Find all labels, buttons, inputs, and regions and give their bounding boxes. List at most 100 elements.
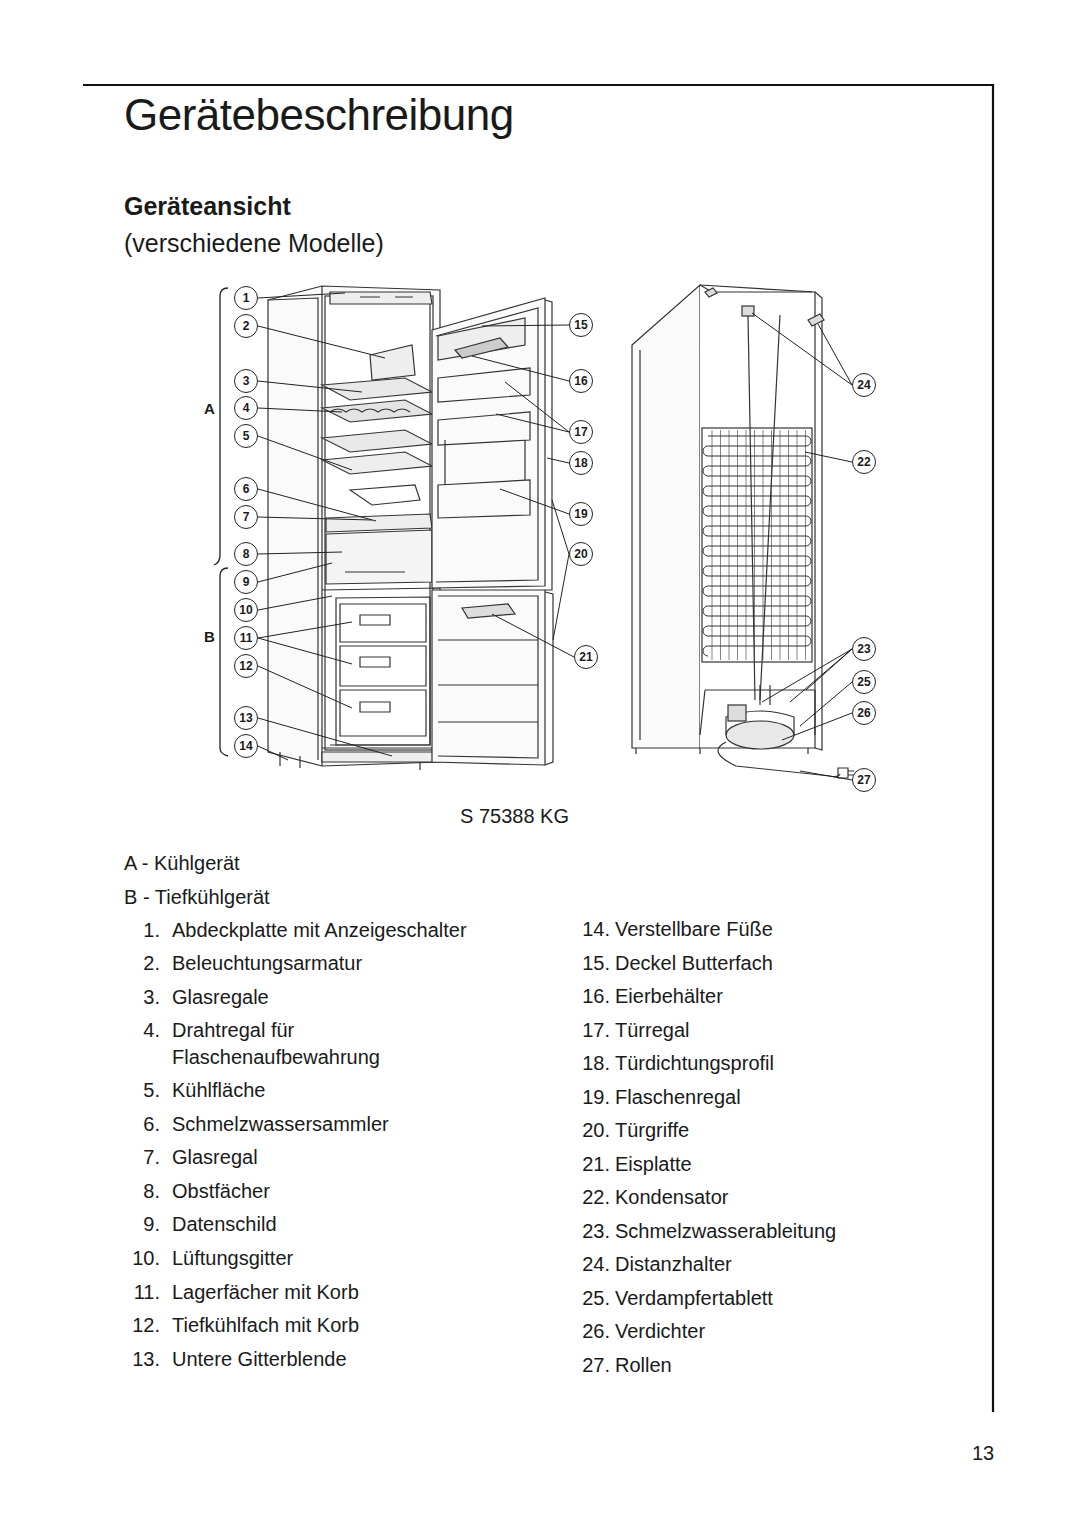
part-number: 18. xyxy=(582,1050,610,1077)
callout-number: 1 xyxy=(234,286,258,310)
callout-number: 6 xyxy=(234,477,258,501)
part-name: Glasregale xyxy=(172,984,269,1011)
part-number: 14. xyxy=(582,916,610,943)
part-number: 24. xyxy=(582,1251,610,1278)
part-name: Kondensator xyxy=(615,1184,728,1211)
callout-number: 25 xyxy=(852,670,876,694)
page-number: 13 xyxy=(972,1440,994,1467)
callout-number: 10 xyxy=(234,598,258,622)
callout-number: 11 xyxy=(234,626,258,650)
group-brackets xyxy=(214,288,228,756)
coil-wire xyxy=(805,430,806,660)
part-name: Rollen xyxy=(615,1352,672,1379)
section-heading: Geräteansicht xyxy=(124,191,291,221)
part-name: Kühlfläche xyxy=(172,1077,265,1104)
coil-stroke xyxy=(703,436,811,456)
coil-stroke xyxy=(703,476,811,496)
part-name: Verdampfertablett xyxy=(615,1285,773,1312)
part-name: Türgriffe xyxy=(615,1117,689,1144)
coil-wire xyxy=(754,430,755,660)
part-number: 17. xyxy=(582,1017,610,1044)
callout-number: 12 xyxy=(234,654,258,678)
part-name: Lüftungsgitter xyxy=(172,1245,293,1272)
callout-number: 22 xyxy=(852,450,876,474)
callout-number: 19 xyxy=(569,502,593,526)
callout-number: 27 xyxy=(852,768,876,792)
callout-number: 9 xyxy=(234,570,258,594)
part-name: Türdichtungsprofil xyxy=(615,1050,774,1077)
coil-stroke xyxy=(703,616,811,636)
model-name: S 75388 KG xyxy=(460,803,569,830)
part-number: 2. xyxy=(143,950,160,977)
callout-number: 23 xyxy=(852,637,876,661)
coil-wire xyxy=(771,430,772,660)
part-number: 12. xyxy=(132,1312,160,1339)
part-name: Tiefkühlfach mit Korb xyxy=(172,1312,359,1339)
callout-number: 15 xyxy=(569,313,593,337)
callout-number: 20 xyxy=(569,542,593,566)
part-name: Eierbehälter xyxy=(615,983,723,1010)
part-number: 25. xyxy=(582,1285,610,1312)
callout-number: 14 xyxy=(234,734,258,758)
part-number: 9. xyxy=(143,1211,160,1238)
part-name: Obstfächer xyxy=(172,1178,270,1205)
coil-wire xyxy=(763,430,764,660)
part-name: Datenschild xyxy=(172,1211,277,1238)
coil-wire xyxy=(720,430,721,660)
part-name: Beleuchtungsarmatur xyxy=(172,950,362,977)
part-number: 3. xyxy=(143,984,160,1011)
part-number: 19. xyxy=(582,1084,610,1111)
coil-wire xyxy=(746,430,747,660)
part-number: 1. xyxy=(143,917,160,944)
callout-number: 2 xyxy=(234,314,258,338)
part-name: Drahtregal für Flaschenaufbewahrung xyxy=(172,1017,407,1071)
part-number: 16. xyxy=(582,983,610,1010)
coil-stroke xyxy=(703,536,811,556)
part-number: 23. xyxy=(582,1218,610,1245)
part-name: Schmelzwasserableitung xyxy=(615,1218,836,1245)
callout-number: 17 xyxy=(569,420,593,444)
callout-number: 16 xyxy=(569,369,593,393)
group-letter: A xyxy=(204,400,215,417)
coil-stroke xyxy=(703,556,811,576)
part-number: 4. xyxy=(143,1017,160,1044)
part-name: Verstellbare Füße xyxy=(615,916,773,943)
coil-wire xyxy=(797,430,798,660)
part-number: 26. xyxy=(582,1318,610,1345)
group-legend: B - Tiefkühlgerät xyxy=(124,884,270,911)
page-title: Gerätebeschreibung xyxy=(124,90,514,140)
part-number: 5. xyxy=(143,1077,160,1104)
callout-number: 5 xyxy=(234,424,258,448)
part-number: 22. xyxy=(582,1184,610,1211)
part-name: Lagerfächer mit Korb xyxy=(172,1279,359,1306)
coil-stroke xyxy=(703,456,811,476)
callout-number: 4 xyxy=(234,396,258,420)
callout-number: 26 xyxy=(852,701,876,725)
part-name: Untere Gitterblende xyxy=(172,1346,347,1373)
condenser-coils xyxy=(703,430,811,660)
part-number: 8. xyxy=(143,1178,160,1205)
group-letter: B xyxy=(204,628,215,645)
part-number: 20. xyxy=(582,1117,610,1144)
coil-wire xyxy=(729,430,730,660)
page-frame xyxy=(83,85,993,1412)
coil-wire xyxy=(712,430,713,660)
coil-stroke xyxy=(703,596,811,616)
callout-number: 8 xyxy=(234,542,258,566)
callout-number: 3 xyxy=(234,369,258,393)
part-name: Verdichter xyxy=(615,1318,705,1345)
part-name: Flaschenregal xyxy=(615,1084,741,1111)
leader-lines xyxy=(258,293,852,780)
part-name: Türregal xyxy=(615,1017,689,1044)
coil-stroke xyxy=(703,636,811,656)
part-name: Distanzhalter xyxy=(615,1251,732,1278)
coil-stroke xyxy=(703,576,811,596)
part-name: Abdeckplatte mit Anzeigeschalter xyxy=(172,917,467,944)
callout-number: 21 xyxy=(574,645,598,669)
part-number: 27. xyxy=(582,1352,610,1379)
callout-number: 7 xyxy=(234,505,258,529)
part-number: 6. xyxy=(143,1111,160,1138)
fridge-front-view xyxy=(268,286,553,770)
part-number: 10. xyxy=(132,1245,160,1272)
